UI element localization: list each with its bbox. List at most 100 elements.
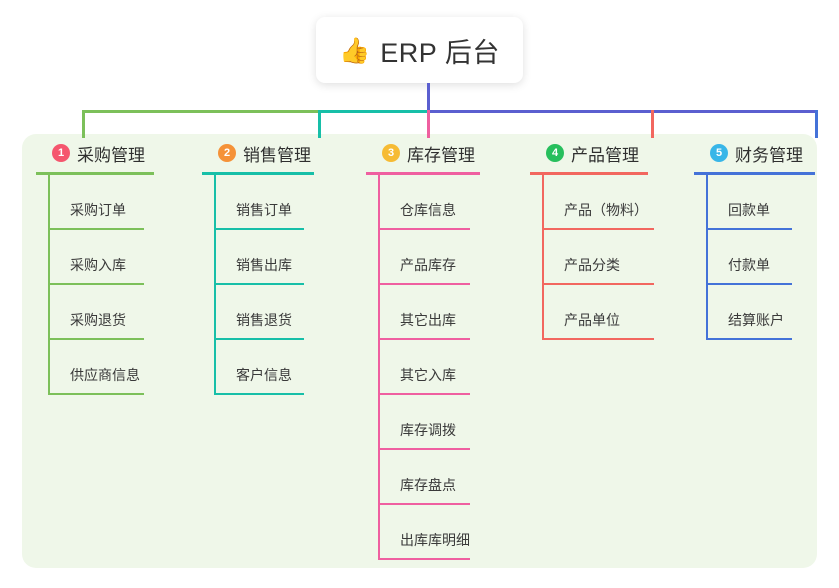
leaf-label: 其它入库	[400, 367, 456, 383]
leaf-node[interactable]: 库存调拨	[380, 395, 480, 450]
leaf-rule	[380, 228, 470, 230]
leaf-node[interactable]: 回款单	[708, 175, 815, 230]
leaf-label: 产品分类	[564, 257, 620, 273]
leaf-rule	[216, 393, 304, 395]
leaf-rule	[708, 283, 792, 285]
leaf-rule	[708, 228, 792, 230]
branch-items-3: 仓库信息产品库存其它出库其它入库库存调拨库存盘点出库库明细	[366, 175, 480, 560]
branch-column-3: 3 库存管理仓库信息产品库存其它出库其它入库库存调拨库存盘点出库库明细	[366, 140, 480, 560]
branch-badge-5: 5	[710, 144, 728, 162]
branch-column-5: 5 财务管理回款单付款单结算账户	[694, 140, 815, 340]
leaf-rule	[380, 393, 470, 395]
leaf-rule	[380, 558, 470, 560]
branch-rule-5	[694, 172, 815, 175]
branch-spine-4	[542, 175, 544, 340]
leaf-node[interactable]: 采购退货	[50, 285, 154, 340]
root-title: ERP 后台	[380, 37, 500, 68]
leaf-label: 供应商信息	[70, 367, 140, 383]
leaf-label: 产品单位	[564, 312, 620, 328]
leaf-label: 库存盘点	[400, 477, 456, 493]
leaf-rule	[380, 448, 470, 450]
leaf-node[interactable]: 结算账户	[708, 285, 815, 340]
branch-rule-1	[36, 172, 154, 175]
branch-badge-3: 3	[382, 144, 400, 162]
leaf-rule	[50, 393, 144, 395]
leaf-node[interactable]: 产品单位	[544, 285, 654, 340]
leaf-rule	[50, 338, 144, 340]
leaf-label: 结算账户	[728, 312, 784, 328]
leaf-label: 销售订单	[236, 202, 292, 218]
connector-bus-teal	[319, 110, 429, 113]
branch-header-5[interactable]: 5 财务管理	[694, 140, 815, 166]
branch-spine-2	[214, 175, 216, 395]
connector-drop-3	[427, 110, 430, 138]
leaf-rule	[216, 338, 304, 340]
leaf-node[interactable]: 销售出库	[216, 230, 314, 285]
leaf-rule	[50, 283, 144, 285]
branch-spine-3	[378, 175, 380, 560]
connector-drop-4	[651, 110, 654, 138]
branch-items-2: 销售订单销售出库销售退货客户信息	[202, 175, 314, 395]
leaf-node[interactable]: 销售订单	[216, 175, 314, 230]
branch-column-4: 4 产品管理产品（物料） 产品分类产品单位	[530, 140, 654, 340]
branch-title-5: 财务管理	[735, 145, 803, 165]
branch-rule-3	[366, 172, 480, 175]
connector-drop-5	[815, 110, 818, 138]
branch-header-3[interactable]: 3 库存管理	[366, 140, 480, 166]
branch-header-4[interactable]: 4 产品管理	[530, 140, 648, 166]
leaf-node[interactable]: 库存盘点	[380, 450, 480, 505]
branch-items-4: 产品（物料） 产品分类产品单位	[530, 175, 654, 340]
root-node[interactable]: 👍 ERP 后台	[316, 17, 523, 83]
leaf-node[interactable]: 付款单	[708, 230, 815, 285]
branch-items-5: 回款单付款单结算账户	[694, 175, 815, 340]
leaf-label: 采购入库	[70, 257, 126, 273]
leaf-label: 其它出库	[400, 312, 456, 328]
branch-badge-4: 4	[546, 144, 564, 162]
leaf-label: 销售出库	[236, 257, 292, 273]
leaf-label: 回款单	[728, 202, 770, 218]
leaf-label: 销售退货	[236, 312, 292, 328]
branch-title-3: 库存管理	[407, 145, 475, 165]
leaf-rule	[380, 283, 470, 285]
leaf-label: 产品（物料）	[564, 202, 648, 218]
branch-items-1: 采购订单采购入库采购退货供应商信息	[36, 175, 154, 395]
leaf-label: 仓库信息	[400, 202, 456, 218]
leaf-label: 采购退货	[70, 312, 126, 328]
leaf-rule	[380, 338, 470, 340]
leaf-rule	[544, 338, 654, 340]
leaf-node[interactable]: 产品分类	[544, 230, 654, 285]
leaf-label: 出库库明细	[400, 532, 470, 548]
leaf-label: 付款单	[728, 257, 770, 273]
branch-rule-4	[530, 172, 648, 175]
leaf-rule	[544, 228, 654, 230]
connector-drop-2	[318, 110, 321, 138]
leaf-node[interactable]: 采购入库	[50, 230, 154, 285]
connector-drop-1	[82, 110, 85, 138]
leaf-label: 产品库存	[400, 257, 456, 273]
branch-badge-1: 1	[52, 144, 70, 162]
branch-title-1: 采购管理	[77, 145, 145, 165]
leaf-label: 库存调拨	[400, 422, 456, 438]
connector-bus-green	[82, 110, 321, 113]
leaf-node[interactable]: 仓库信息	[380, 175, 480, 230]
leaf-node[interactable]: 其它出库	[380, 285, 480, 340]
leaf-node[interactable]: 其它入库	[380, 340, 480, 395]
branch-spine-5	[706, 175, 708, 340]
leaf-rule	[216, 283, 304, 285]
leaf-rule	[50, 228, 144, 230]
leaf-rule	[708, 338, 792, 340]
branch-header-1[interactable]: 1 采购管理	[36, 140, 154, 166]
leaf-node[interactable]: 产品库存	[380, 230, 480, 285]
leaf-node[interactable]: 供应商信息	[50, 340, 154, 395]
connector-trunk	[427, 83, 430, 112]
leaf-node[interactable]: 采购订单	[50, 175, 154, 230]
leaf-node[interactable]: 销售退货	[216, 285, 314, 340]
leaf-node[interactable]: 出库库明细	[380, 505, 480, 560]
leaf-node[interactable]: 客户信息	[216, 340, 314, 395]
leaf-rule	[380, 503, 470, 505]
branch-title-4: 产品管理	[571, 145, 639, 165]
connector-bus-indigo	[427, 110, 818, 113]
leaf-node[interactable]: 产品（物料）	[544, 175, 654, 230]
leaf-rule	[216, 228, 304, 230]
